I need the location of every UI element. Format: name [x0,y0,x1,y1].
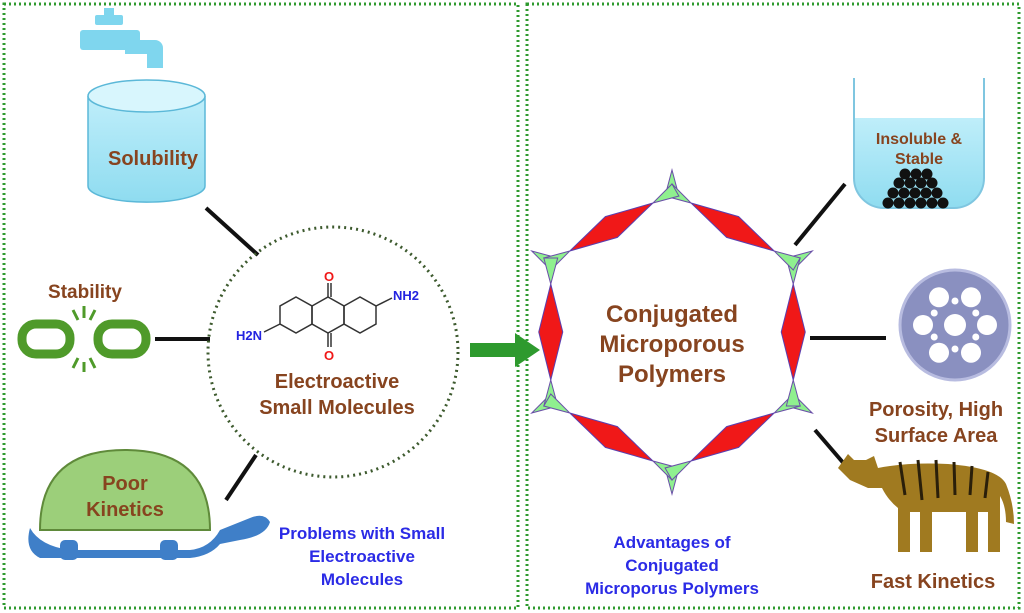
connector-insoluble [793,182,847,247]
right-panel-border [525,2,1021,610]
pore [951,345,959,353]
insoluble-label-2: Stable [895,151,943,168]
oxygen-bottom: O [324,348,334,363]
advantages-caption-2: Conjugated [625,556,719,575]
oxygen-top: O [324,269,334,284]
connector-kinetics [224,453,258,502]
arrow-icon [470,333,540,367]
pore [961,287,981,308]
cmp-label-1: Conjugated [606,301,738,328]
red-linker [569,412,654,462]
beaker-icon [853,78,985,209]
turtle-icon [28,448,271,560]
faucet-icon [80,8,163,98]
left-panel-border [2,2,520,610]
node-arm [651,183,680,204]
connector-solubility [204,206,260,257]
advantages-caption-3: Microporus Polymers [585,579,759,598]
poor-kinetics-label-1: Poor [102,473,148,495]
problems-caption-1: Problems with Small [279,524,445,543]
advantages-caption-1: Advantages of [613,533,730,552]
pore [929,342,949,363]
cmp-framework [530,168,814,496]
red-linker [780,283,806,381]
broken-chain-icon [17,306,151,372]
pore [930,333,938,341]
red-linker [690,412,775,462]
insoluble-label-1: Insoluble & [876,131,963,148]
poor-kinetics-label-2: Kinetics [86,499,164,521]
small-molecules-label-2: Small Molecules [259,397,415,419]
problems-caption-2: Electroactive [309,547,415,566]
porosity-label-1: Porosity, High [869,399,1003,421]
pore [972,309,980,317]
small-molecule-circle [206,225,460,479]
node-arm [543,257,559,286]
pore [977,315,997,335]
pore [929,287,949,308]
node-arm [772,250,801,271]
node-arm [664,460,693,481]
problems-caption-3: Molecules [321,570,403,589]
cmp-label-2: Microporous [599,331,744,358]
amine-right: NH2 [393,288,419,303]
stability-label: Stability [48,282,122,303]
porous-structure-icon [898,268,1012,382]
red-linker [538,283,564,381]
amine-left: H2N [236,328,262,343]
red-linker [690,202,775,252]
node-arm [543,393,572,414]
pore [951,297,959,305]
pore [972,333,980,341]
pore [930,309,938,317]
pore [944,314,966,336]
anthraquinone-structure [263,283,393,347]
porosity-label-2: Surface Area [875,425,999,447]
cmp-label-3: Polymers [618,361,726,388]
tiger-icon [838,454,1014,552]
solubility-label: Solubility [108,148,199,170]
water-tank-icon [87,79,206,203]
pore [913,315,933,335]
pore [961,342,981,363]
fast-kinetics-label: Fast Kinetics [871,571,995,593]
red-linker [569,202,654,252]
node-arm [785,378,801,407]
small-molecules-label-1: Electroactive [275,371,400,393]
